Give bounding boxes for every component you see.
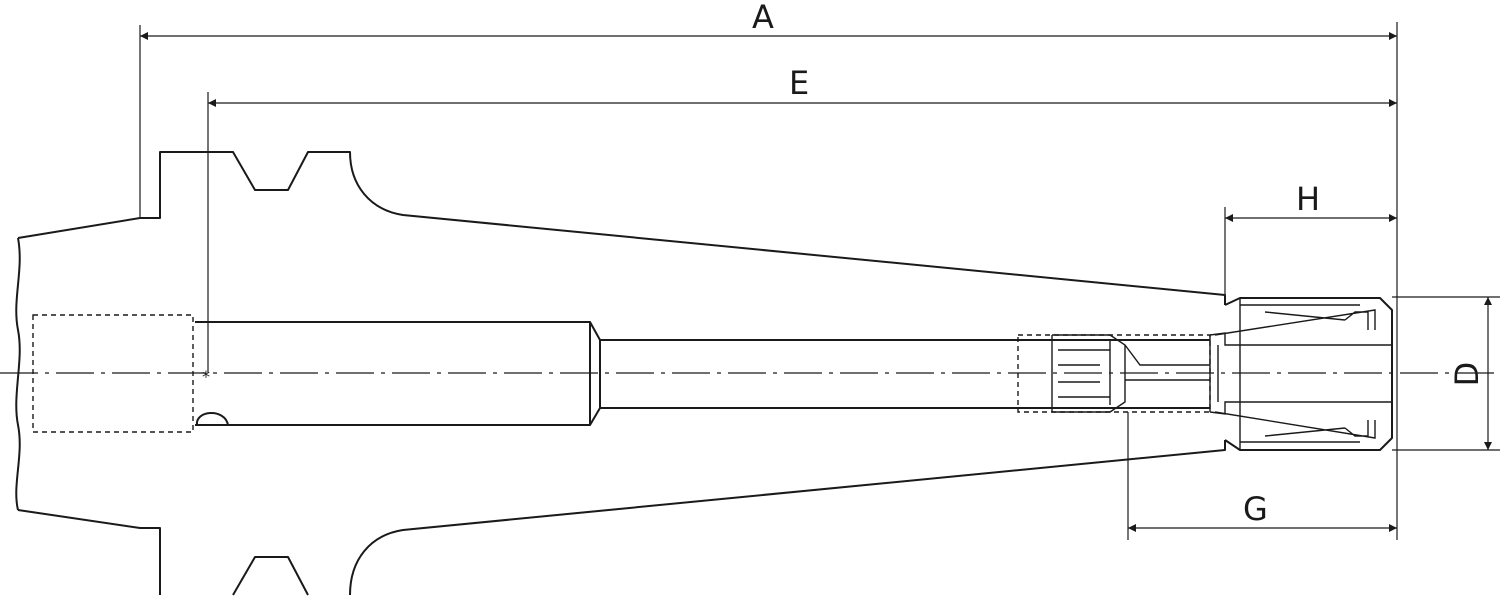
collet-nut: [1017, 297, 1393, 451]
label-g: G: [1243, 490, 1268, 528]
label-e: E: [789, 64, 809, 102]
collet-cone-lower: [1214, 411, 1376, 439]
center-point-marker: *: [202, 367, 210, 386]
collet-cone-upper: [1214, 309, 1376, 336]
label-h: H: [1296, 180, 1320, 218]
bore-hole: [196, 412, 229, 426]
collet-slots: [1240, 304, 1360, 443]
collet-body: [1209, 332, 1392, 415]
extension-lines: [139, 22, 1500, 540]
label-a: A: [752, 0, 774, 36]
body-outline-upper: [17, 151, 1226, 305]
tool-holder-body: [15, 151, 1226, 596]
nut-outline: [1224, 297, 1393, 451]
label-d: D: [1448, 362, 1486, 387]
body-outline-lower: [17, 440, 1226, 596]
break-line: [15, 237, 21, 511]
